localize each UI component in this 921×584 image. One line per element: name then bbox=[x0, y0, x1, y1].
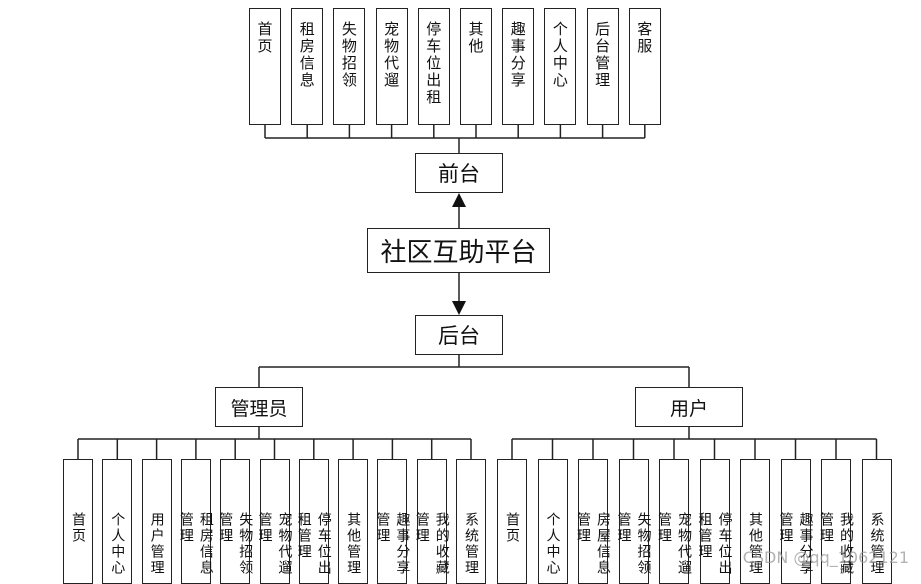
admin-item-label: 停车位出租管理 bbox=[295, 512, 332, 576]
front-label: 前台 bbox=[438, 162, 480, 186]
admin-item-8: 趣事分享管理 bbox=[374, 459, 410, 584]
front-item-3: 宠物代遛 bbox=[375, 8, 408, 125]
admin-item-label: 其他管理 bbox=[345, 512, 362, 576]
user-item-8: 我的收藏管理 bbox=[818, 459, 854, 584]
user-item-label: 失物招领管理 bbox=[615, 512, 652, 576]
user-item-7: 趣事分享管理 bbox=[778, 459, 814, 584]
user-item-6: 其他管理 bbox=[740, 459, 770, 584]
front-item-label: 后台管理 bbox=[593, 21, 612, 89]
front-item-label: 停车位出租 bbox=[424, 21, 443, 106]
front-item-4: 停车位出租 bbox=[417, 8, 450, 125]
user-item-label: 我的收藏管理 bbox=[818, 512, 854, 576]
admin-item-3: 租房信息管理 bbox=[178, 459, 214, 584]
front-item-label: 宠物代遛 bbox=[382, 21, 401, 89]
user-item-3: 失物招领管理 bbox=[616, 459, 652, 584]
user-item-4: 宠物代遛管理 bbox=[656, 459, 692, 584]
admin-label: 管理员 bbox=[230, 397, 288, 420]
admin-item-2: 用户管理 bbox=[141, 459, 172, 584]
user-item-1: 个人中心 bbox=[537, 459, 568, 584]
back-label: 后台 bbox=[438, 324, 480, 348]
root-label: 社区互助平台 bbox=[380, 238, 537, 268]
admin-item-label: 个人中心 bbox=[109, 512, 126, 576]
watermark: CSDN @qq_1062121 bbox=[742, 548, 909, 567]
admin-item-label: 首页 bbox=[70, 512, 86, 544]
front-item-7: 个人中心 bbox=[544, 8, 577, 125]
front-item-label: 个人中心 bbox=[550, 21, 569, 89]
front-item-label: 首页 bbox=[255, 21, 274, 55]
front-item-label: 其他 bbox=[466, 21, 485, 55]
admin-item-1: 个人中心 bbox=[102, 459, 133, 584]
user-item-label: 趣事分享管理 bbox=[777, 512, 814, 576]
user-item-2: 房屋信息管理 bbox=[575, 459, 611, 584]
admin-item-0: 首页 bbox=[63, 459, 93, 584]
admin-item-6: 停车位出租管理 bbox=[296, 459, 332, 584]
front-item-0: 首页 bbox=[249, 8, 281, 125]
front-item-label: 失物招领 bbox=[339, 21, 358, 89]
back-node: 后台 bbox=[415, 315, 503, 355]
user-item-label: 停车位出租管理 bbox=[696, 512, 733, 576]
admin-item-9: 我的收藏管理 bbox=[414, 459, 450, 584]
front-item-2: 失物招领 bbox=[333, 8, 366, 125]
front-item-6: 趣事分享 bbox=[502, 8, 535, 125]
user-item-label: 房屋信息管理 bbox=[575, 512, 611, 576]
back-arrowhead bbox=[452, 301, 466, 315]
admin-item-10: 系统管理 bbox=[456, 459, 486, 584]
user-item-label: 个人中心 bbox=[544, 512, 561, 576]
front-node: 前台 bbox=[415, 153, 503, 193]
admin-item-label: 用户管理 bbox=[148, 512, 165, 576]
front-item-5: 其他 bbox=[460, 8, 492, 125]
front-item-label: 趣事分享 bbox=[508, 21, 527, 89]
admin-item-7: 其他管理 bbox=[338, 459, 369, 584]
admin-item-5: 宠物代遛管理 bbox=[257, 459, 293, 584]
root-node: 社区互助平台 bbox=[367, 228, 550, 273]
admin-item-label: 租房信息管理 bbox=[177, 512, 214, 576]
front-item-label: 客服 bbox=[635, 21, 654, 55]
user-item-label: 其他管理 bbox=[747, 512, 763, 576]
user-item-label: 系统管理 bbox=[868, 512, 885, 576]
user-item-label: 宠物代遛管理 bbox=[656, 512, 692, 576]
admin-item-label: 系统管理 bbox=[463, 512, 479, 576]
admin-item-label: 趣事分享管理 bbox=[374, 512, 411, 576]
front-item-label: 租房信息 bbox=[297, 21, 316, 89]
user-item-0: 首页 bbox=[497, 459, 527, 584]
admin-item-label: 宠物代遛管理 bbox=[256, 512, 293, 576]
admin-item-label: 失物招领管理 bbox=[217, 512, 254, 576]
user-item-label: 首页 bbox=[504, 512, 520, 544]
front-item-9: 客服 bbox=[628, 8, 661, 125]
front-item-8: 后台管理 bbox=[586, 8, 619, 125]
user-item-5: 停车位出租管理 bbox=[697, 459, 733, 584]
user-label: 用户 bbox=[669, 397, 708, 420]
front-item-1: 租房信息 bbox=[291, 8, 324, 125]
admin-item-4: 失物招领管理 bbox=[217, 459, 253, 584]
user-node: 用户 bbox=[635, 387, 743, 427]
admin-node: 管理员 bbox=[215, 387, 303, 427]
front-arrowhead bbox=[452, 193, 466, 207]
admin-item-label: 我的收藏管理 bbox=[413, 512, 450, 576]
